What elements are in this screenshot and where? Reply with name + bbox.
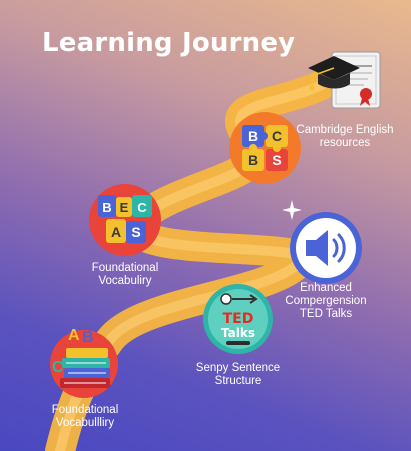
- tile-letter: B: [248, 128, 258, 144]
- tile-letter: S: [272, 152, 281, 168]
- page-title: Learning Journey: [42, 28, 296, 58]
- milestone-cambridge: [300, 46, 390, 112]
- milestone-bcbs: B C B S: [228, 111, 302, 185]
- speaker-icon: [290, 212, 362, 284]
- milestone-foundational-vocab-bottom: A B C: [44, 320, 124, 400]
- tile-letter: B: [102, 200, 111, 215]
- talks-logo-text: Talks: [221, 326, 255, 340]
- book-letter: B: [82, 329, 94, 346]
- abc-books-icon: A B C: [50, 327, 118, 398]
- letter-puzzle-icon: B E C A S: [89, 184, 161, 256]
- label-cambridge: Cambridge English resources: [296, 124, 394, 149]
- tile-letter: C: [272, 128, 282, 144]
- tile-letter: S: [131, 224, 140, 240]
- sparkle-icon: [282, 200, 302, 220]
- graduation-cap-diploma-icon: [308, 51, 381, 109]
- book-letter: A: [68, 327, 80, 344]
- label-ted-comprehension: Enhanced Compergension TED Talks: [285, 282, 367, 320]
- milestone-ted-comprehension: [282, 200, 364, 286]
- ted-talks-icon: TED Talks: [203, 284, 273, 354]
- tile-letter: A: [111, 224, 121, 240]
- milestone-foundational-vocab-top: B E C A S: [88, 183, 162, 257]
- book-letter: C: [52, 359, 64, 376]
- label-sentence-structure: Senpy Sentence Structure: [195, 362, 281, 387]
- milestone-sentence-structure: TED Talks: [202, 283, 274, 355]
- ted-logo-text: TED: [223, 311, 254, 327]
- label-foundational-vocab-bottom: Foundational Vocabullliry: [51, 404, 119, 429]
- tile-letter: B: [248, 152, 258, 168]
- tile-letter: E: [120, 200, 129, 215]
- puzzle-blocks-icon: B C B S: [229, 112, 301, 184]
- label-foundational-vocab-top: Foundational Vocabuliry: [91, 262, 159, 287]
- tile-letter: C: [137, 200, 147, 215]
